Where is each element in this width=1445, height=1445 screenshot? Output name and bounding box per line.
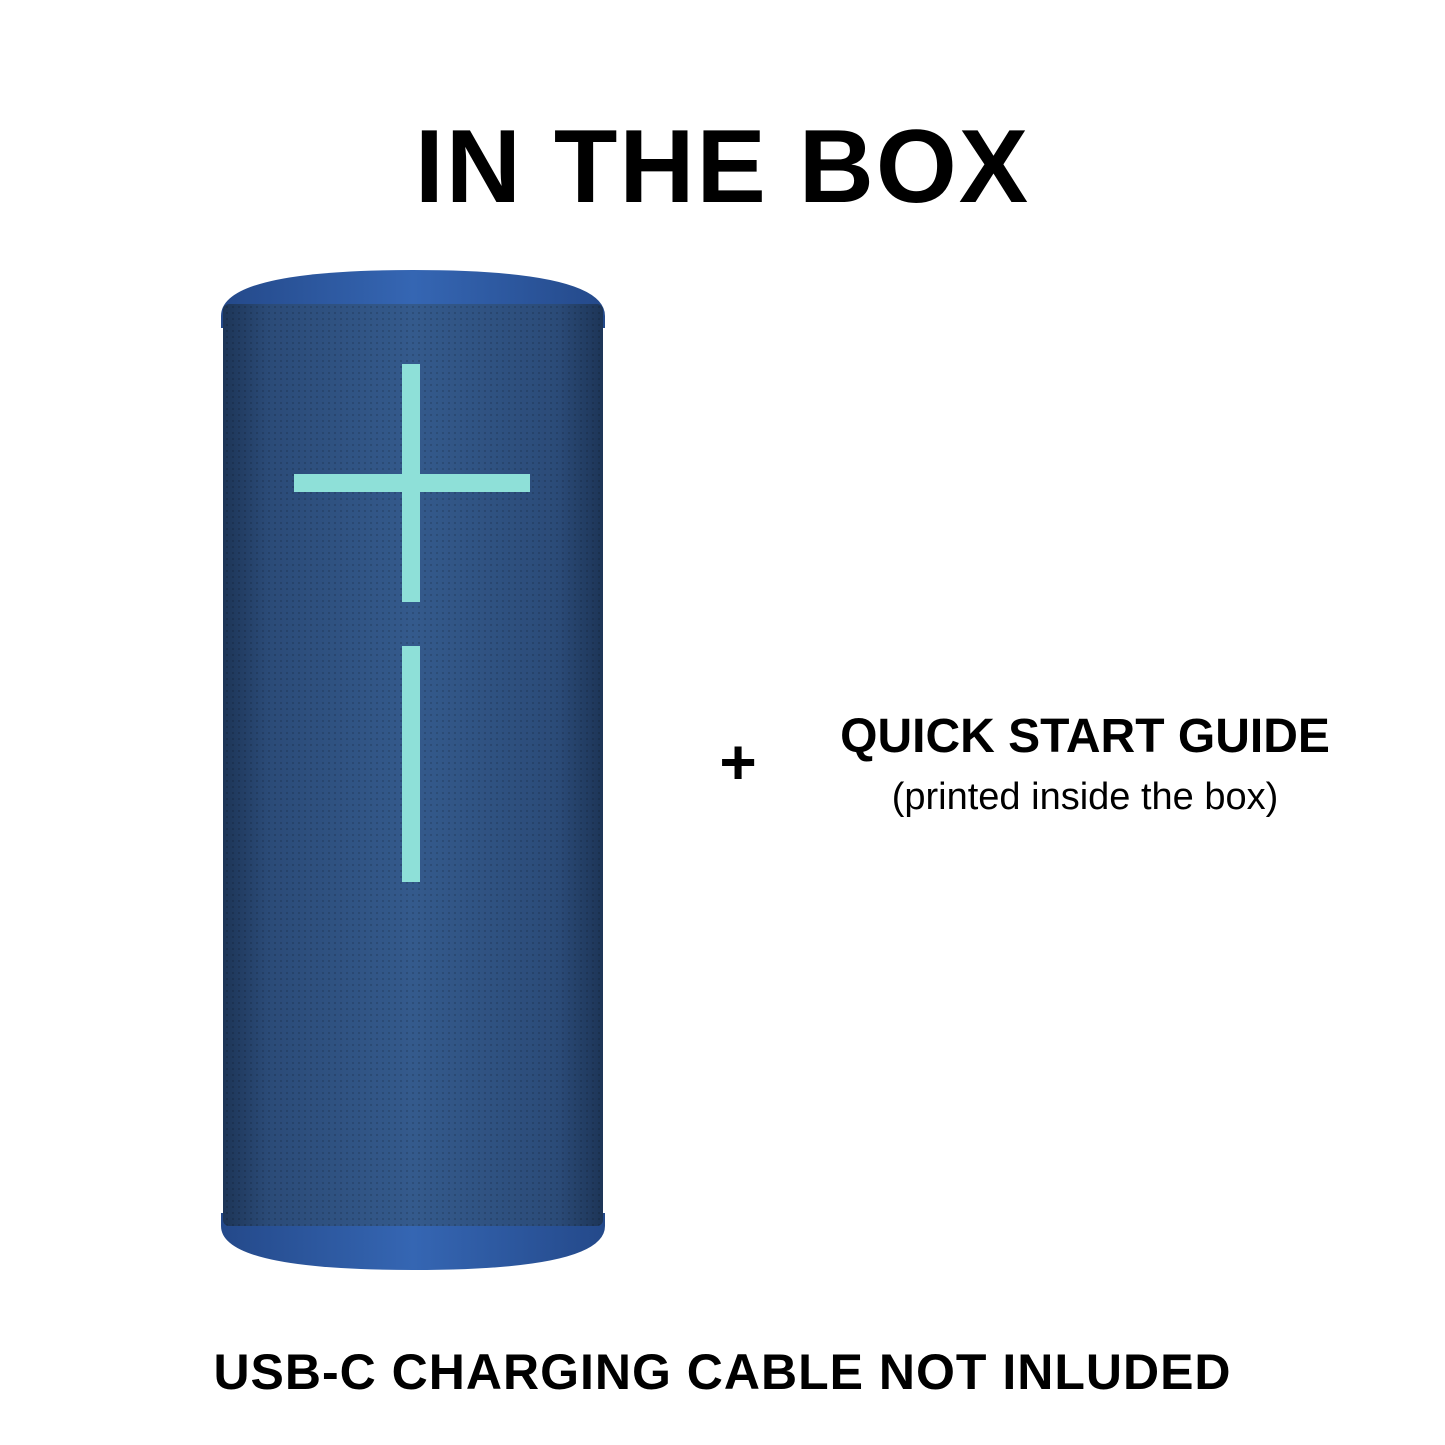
quick-start-guide: QUICK START GUIDE (printed inside the bo… (800, 708, 1370, 823)
footer-note: USB-C CHARGING CABLE NOT INLUDED (213, 1344, 1232, 1400)
speaker-image (221, 270, 605, 1270)
page-title: IN THE BOX (414, 109, 1031, 225)
plus-separator: + (719, 726, 757, 798)
minus-icon (402, 646, 420, 882)
speaker-bottom-cap (221, 1213, 605, 1270)
guide-note: (printed inside the box) (891, 775, 1279, 818)
plus-icon (294, 364, 530, 602)
guide-title: QUICK START GUIDE (840, 710, 1330, 763)
